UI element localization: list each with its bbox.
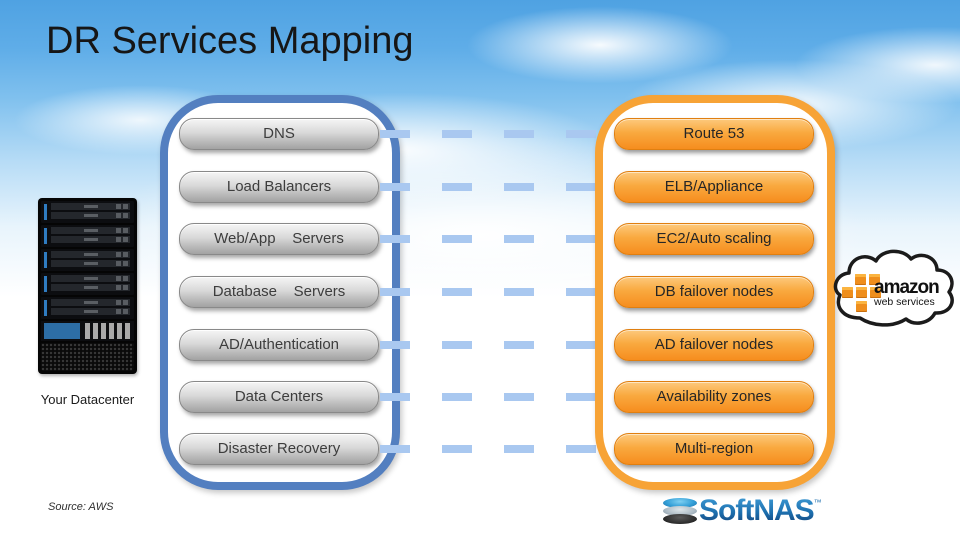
aws-service-pill-elb-appliance: ELB/Appliance bbox=[614, 171, 814, 203]
datacenter-service-pill-load-balancers: Load Balancers bbox=[179, 171, 379, 203]
datacenter-group-frame: DNS Load Balancers Web/App Servers Datab… bbox=[160, 95, 400, 490]
aws-boxes-icon bbox=[842, 274, 886, 316]
datacenter-service-pill-database-servers: Database Servers bbox=[179, 276, 379, 308]
datacenter-service-pill-disaster-recovery: Disaster Recovery bbox=[179, 433, 379, 465]
rack-screen-unit bbox=[41, 321, 134, 341]
softnas-logo: SoftNAS ™ bbox=[663, 496, 822, 528]
aws-service-pill-ec2-auto-scaling: EC2/Auto scaling bbox=[614, 223, 814, 255]
slide-title: DR Services Mapping bbox=[46, 20, 414, 62]
aws-service-pill-multi-region: Multi-region bbox=[614, 433, 814, 465]
aws-service-pill-availability-zones: Availability zones bbox=[614, 381, 814, 413]
connector-line bbox=[380, 235, 598, 243]
aws-service-pill-db-failover-nodes: DB failover nodes bbox=[614, 276, 814, 308]
connector-line bbox=[380, 341, 598, 349]
aws-service-pill-ad-failover-nodes: AD failover nodes bbox=[614, 329, 814, 361]
datacenter-service-pill-data-centers: Data Centers bbox=[179, 381, 379, 413]
rack-led-icon bbox=[44, 276, 47, 292]
connector-line bbox=[380, 288, 598, 296]
rack-unit bbox=[41, 297, 134, 319]
datacenter-service-pill-ad-authentication: AD/Authentication bbox=[179, 329, 379, 361]
rack-slats-icon bbox=[85, 323, 132, 339]
rack-led-icon bbox=[44, 252, 47, 268]
datacenter-caption: Your Datacenter bbox=[40, 392, 135, 407]
rack-unit bbox=[41, 225, 134, 247]
server-rack-icon bbox=[38, 198, 137, 374]
rack-screen-icon bbox=[44, 323, 80, 339]
rack-unit bbox=[41, 249, 134, 271]
connector-line bbox=[380, 445, 598, 453]
rack-unit bbox=[41, 201, 134, 223]
source-note: Source: AWS bbox=[48, 501, 114, 513]
aws-cloud-logo: amazon web services bbox=[830, 246, 958, 332]
aws-logo-text: amazon web services bbox=[874, 277, 940, 308]
aws-service-pill-route53: Route 53 bbox=[614, 118, 814, 150]
amazon-wordmark: amazon bbox=[874, 277, 940, 298]
rack-vent-grille bbox=[41, 343, 134, 371]
connector-line bbox=[380, 130, 598, 138]
connector-line bbox=[380, 393, 598, 401]
datacenter-service-pill-dns: DNS bbox=[179, 118, 379, 150]
connector-line bbox=[380, 183, 598, 191]
trademark-symbol: ™ bbox=[813, 498, 822, 507]
softnas-discs-icon bbox=[663, 498, 699, 528]
datacenter-service-pill-web-app-servers: Web/App Servers bbox=[179, 223, 379, 255]
rack-led-icon bbox=[44, 228, 47, 244]
web-services-label: web services bbox=[874, 296, 935, 308]
softnas-wordmark: SoftNAS bbox=[699, 494, 815, 527]
aws-group-frame: Route 53 ELB/Appliance EC2/Auto scaling … bbox=[595, 95, 835, 490]
rack-led-icon bbox=[44, 204, 47, 220]
rack-unit bbox=[41, 273, 134, 295]
rack-led-icon bbox=[44, 300, 47, 316]
